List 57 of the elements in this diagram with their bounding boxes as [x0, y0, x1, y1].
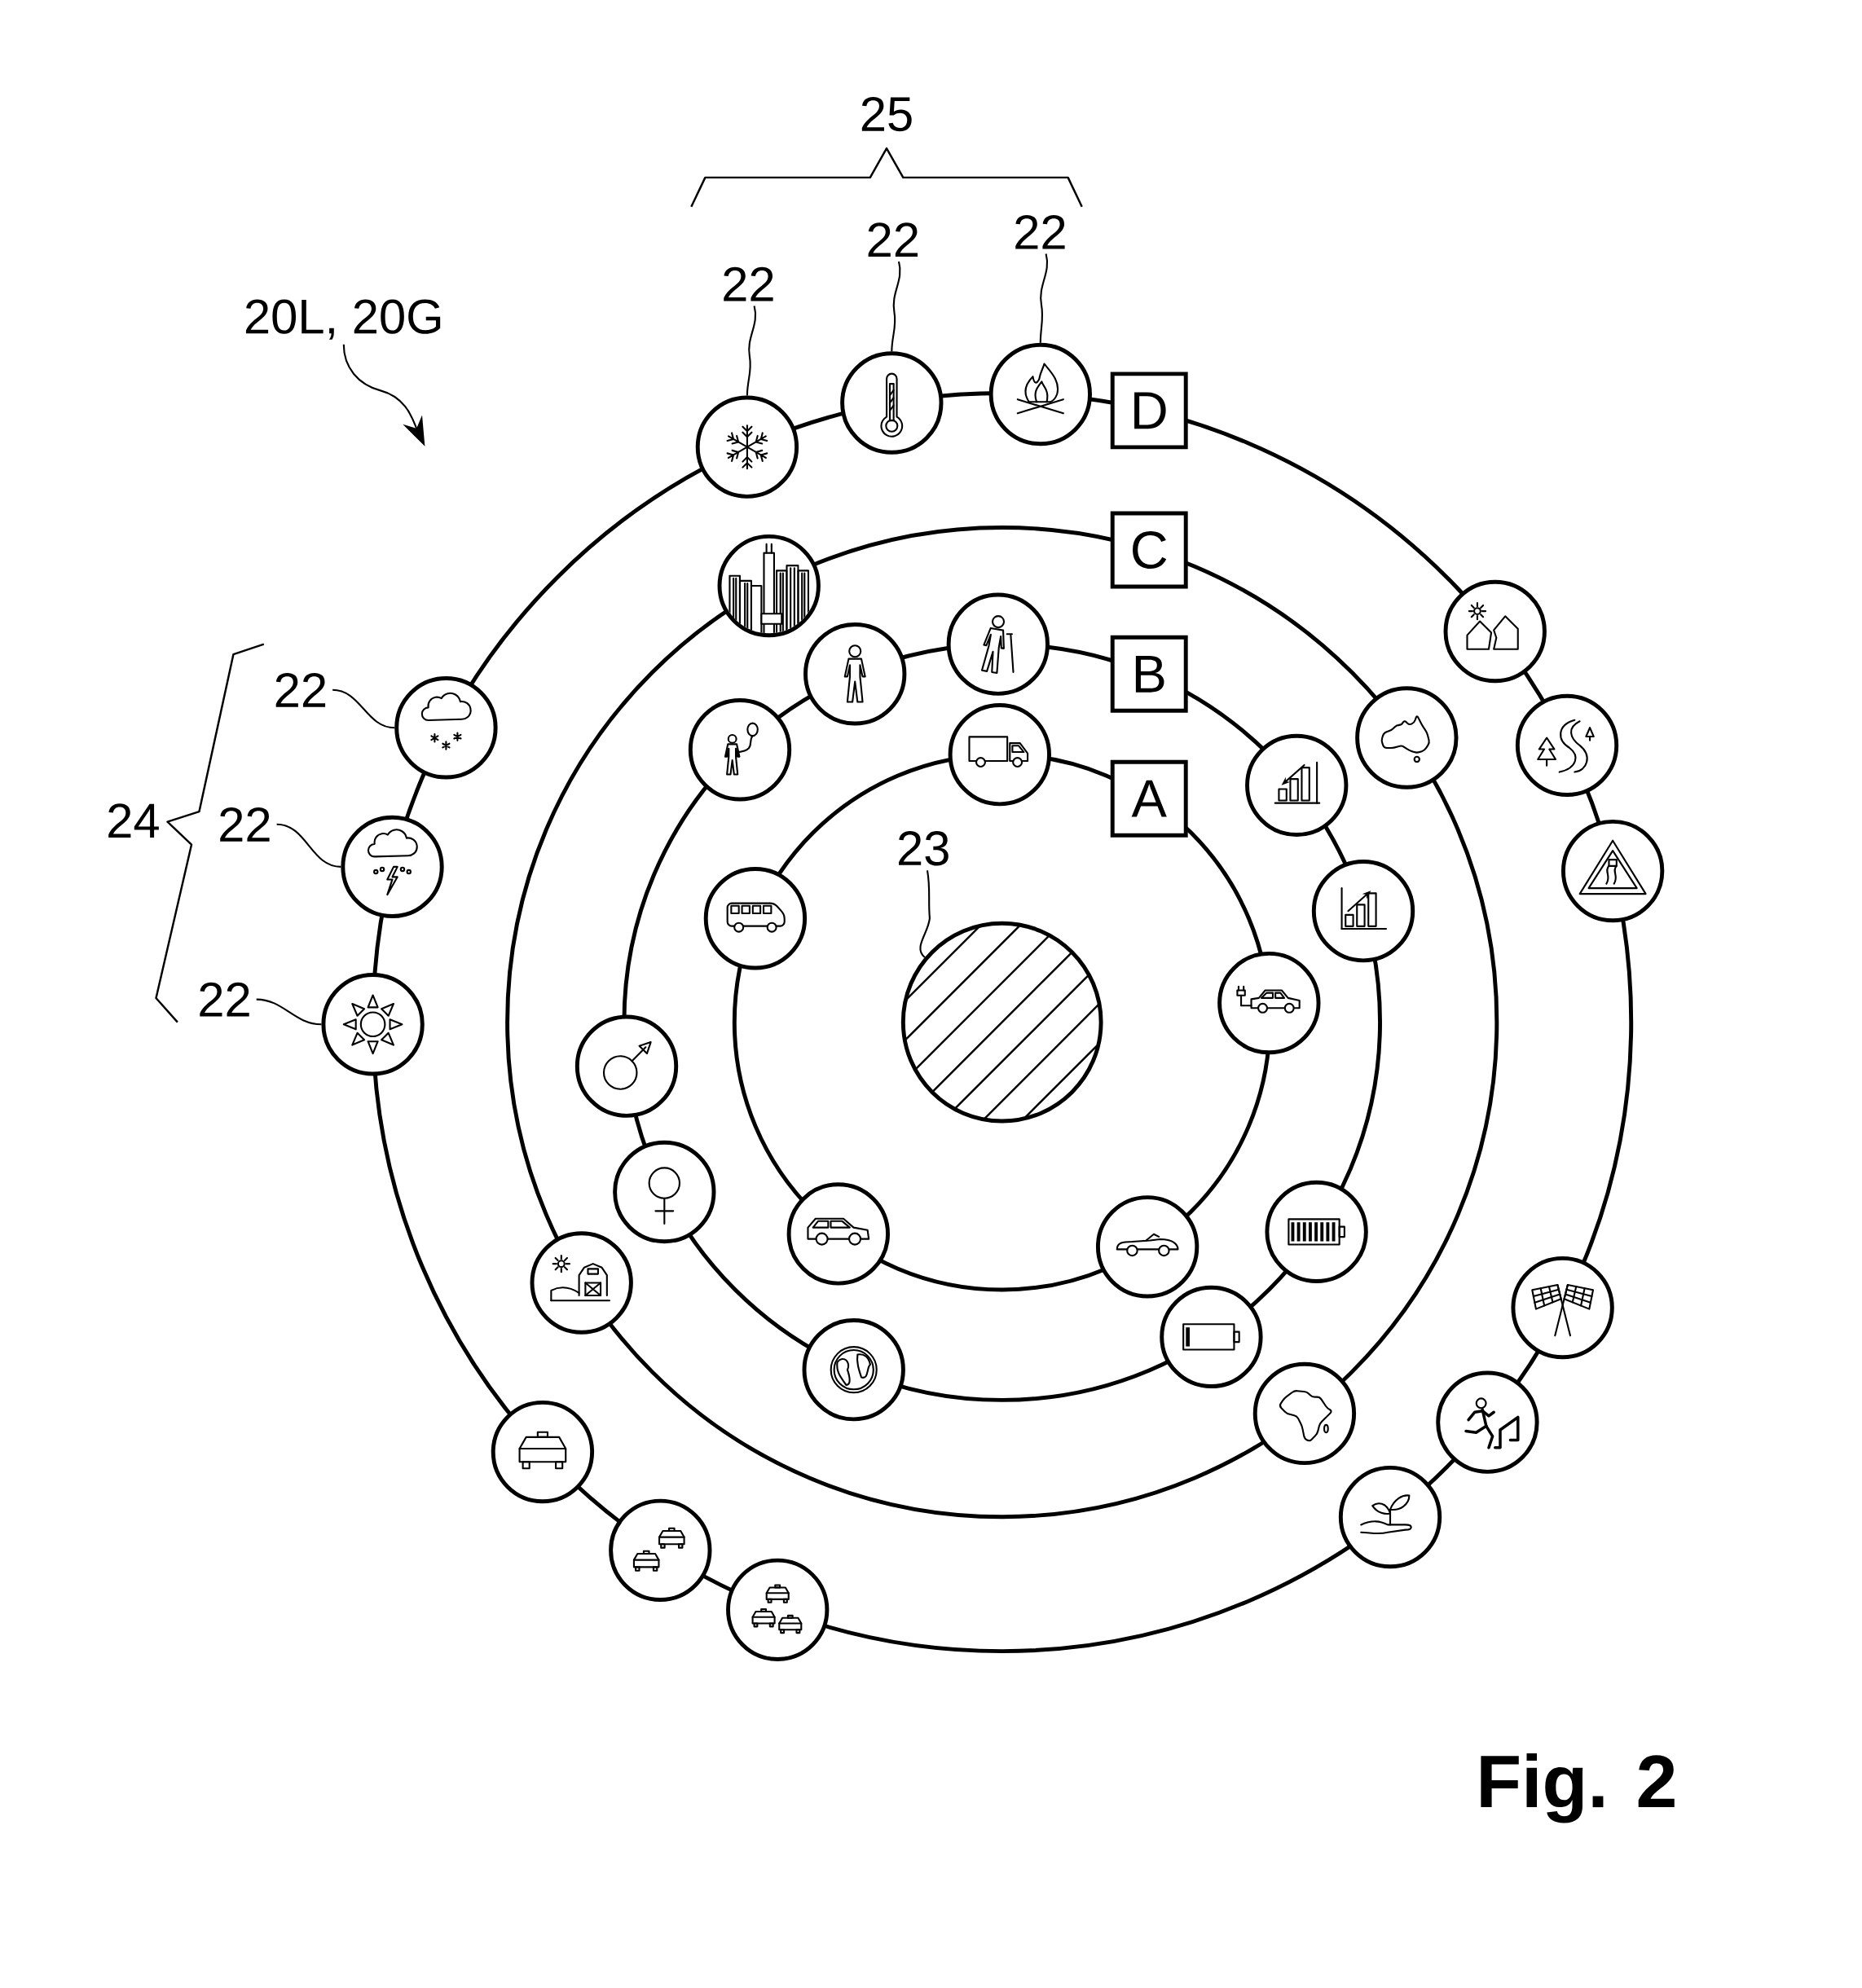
icon-circle [802, 1318, 905, 1422]
icon-circle [1511, 1256, 1614, 1360]
reference-numeral: 22 [275, 672, 326, 707]
reference-numeral: 23 [899, 831, 949, 866]
reference-numeral: 22 [1015, 214, 1065, 249]
icon-circle [1311, 860, 1415, 963]
icon-circle [695, 395, 799, 499]
icon-circle [321, 973, 425, 1076]
icon-circle [946, 592, 1050, 696]
letter-box: B [1110, 635, 1188, 713]
icon-circle [717, 534, 821, 638]
icon-circle [574, 1014, 679, 1118]
leader-line [276, 823, 341, 868]
icon-circle [613, 1140, 716, 1244]
letter-box: C [1110, 511, 1188, 589]
leader-line [891, 261, 901, 352]
leader-line [1039, 253, 1049, 343]
reference-numeral: 24 [108, 803, 159, 838]
icon-circle [786, 1182, 890, 1286]
icon-circle [491, 1400, 595, 1504]
icon-circle [988, 342, 1092, 446]
reference-numeral: 22 [220, 807, 270, 842]
hatched-circle [900, 921, 1103, 1124]
leader-line [746, 306, 757, 396]
icon-circle [1515, 693, 1619, 798]
icon-circle [1160, 1285, 1263, 1389]
letter-box: D [1110, 372, 1188, 450]
reference-numeral: 20L, 20G [245, 299, 441, 340]
leader-line [332, 688, 395, 729]
icon-circle [394, 676, 498, 780]
icon-circle [341, 815, 444, 919]
icon-circle [1436, 1370, 1539, 1474]
icon-circle [1443, 579, 1547, 684]
reference-numeral: 22 [868, 222, 918, 257]
icon-circle [1355, 686, 1459, 789]
icon-circle [1252, 1361, 1357, 1466]
icon-circle [688, 698, 792, 802]
icon-circle [1245, 733, 1349, 838]
leader-line [919, 870, 931, 958]
figure-label: Fig. 2 [1481, 1753, 1675, 1823]
leader-line [256, 998, 322, 1026]
icon-circle [726, 1558, 830, 1661]
letter-box: A [1110, 759, 1188, 838]
icon-circle [1095, 1195, 1200, 1299]
icon-circle [948, 703, 1051, 807]
icon-circle [1338, 1465, 1442, 1569]
icon-circle [840, 351, 944, 455]
icon-circle [1265, 1180, 1368, 1284]
icon-circle [609, 1498, 712, 1602]
reference-numeral: 25 [861, 96, 912, 132]
icon-circle [703, 867, 808, 970]
icon-circle [1217, 951, 1321, 1055]
reference-numeral: 22 [724, 266, 773, 301]
reference-numeral: 22 [200, 982, 249, 1017]
icon-circle [530, 1231, 633, 1335]
icon-circle [803, 622, 907, 726]
icon-circle [1560, 819, 1665, 923]
